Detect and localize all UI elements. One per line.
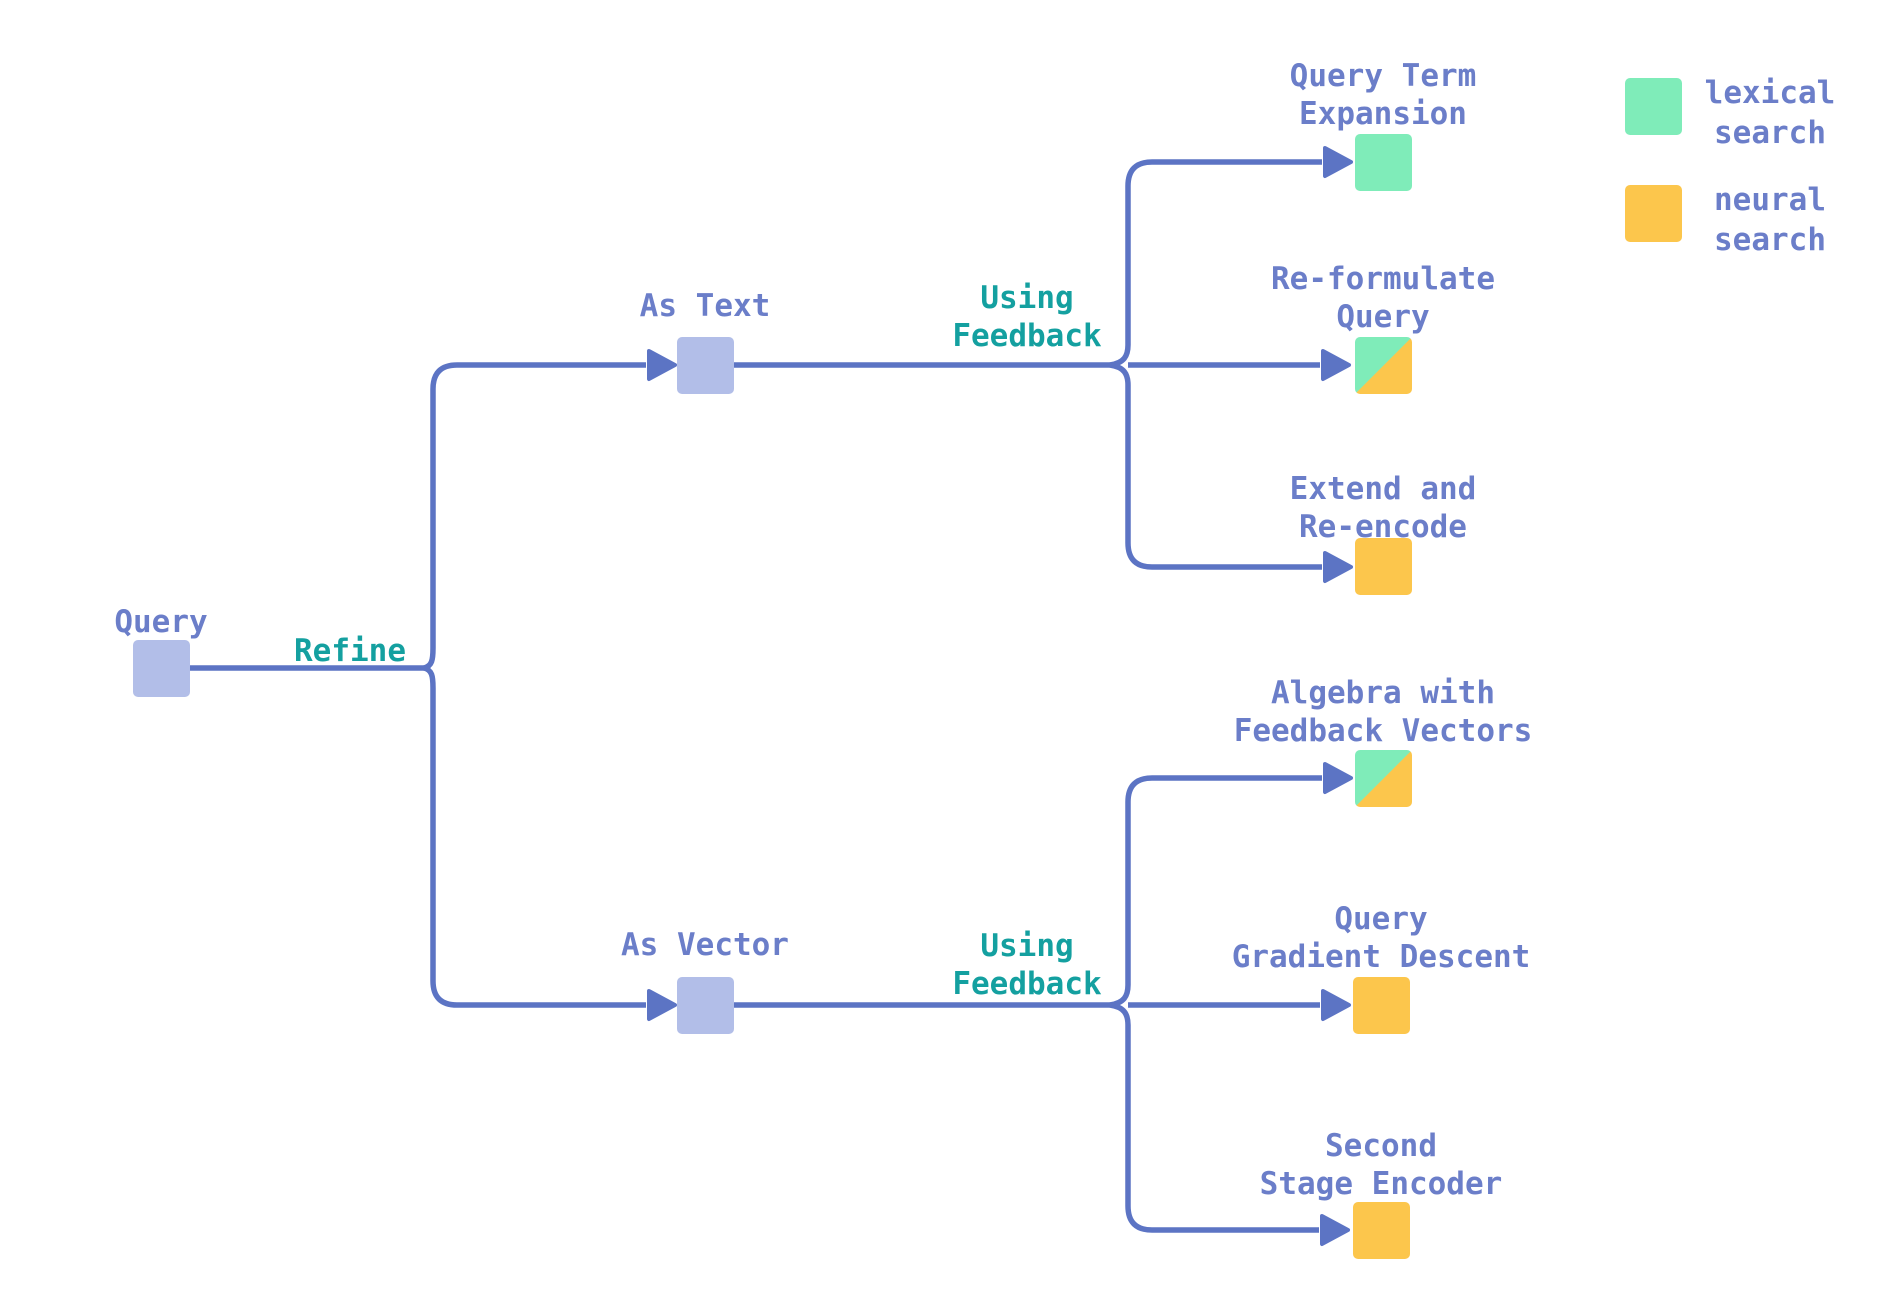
edge-split-to-as-vector — [423, 665, 646, 1008]
node-query-term-expansion-square — [1355, 134, 1412, 191]
node-extend-reencode-square — [1355, 538, 1412, 595]
edge-label-using-feedback-text: Using Feedback — [952, 280, 1102, 354]
node-label-reformulate-query: Re-formulate Query — [1271, 261, 1495, 335]
node-as-vector-square — [677, 977, 734, 1034]
edge-label-refine: Refine — [294, 633, 406, 669]
node-label-query-term-expansion: Query Term Expansion — [1289, 58, 1477, 132]
node-label-query: Query — [114, 604, 208, 640]
node-gradient-descent-square — [1353, 977, 1410, 1034]
legend-label-neural: neural search — [1714, 182, 1826, 258]
arrowhead-query-term-expansion — [1323, 146, 1353, 178]
edge-vector-split-up — [1109, 775, 1322, 1008]
node-label-extend-reencode: Extend and Re-encode — [1289, 471, 1477, 545]
edge-label-using-feedback-vector: Using Feedback — [952, 928, 1102, 1002]
node-label-gradient-descent: Query Gradient Descent — [1231, 901, 1531, 975]
node-label-as-vector: As Vector — [621, 927, 789, 963]
node-query-square — [133, 640, 190, 697]
arrowhead-as-text — [647, 349, 677, 381]
legend-label-lexical: lexical search — [1704, 75, 1836, 151]
arrowhead-extend-reencode — [1323, 551, 1353, 583]
node-label-algebra-feedback: Algebra with Feedback Vectors — [1233, 675, 1533, 749]
arrowhead-second-stage — [1320, 1214, 1350, 1246]
node-algebra-feedback-square — [1355, 750, 1412, 807]
node-as-text-square — [677, 337, 734, 394]
arrowhead-as-vector — [647, 989, 677, 1021]
arrowhead-algebra-feedback — [1323, 762, 1353, 794]
arrowhead-reformulate-query — [1321, 349, 1351, 381]
legend-swatch-lexical — [1625, 78, 1682, 135]
arrowhead-gradient-descent — [1321, 989, 1351, 1021]
edge-split-to-as-text — [423, 362, 646, 671]
node-second-stage-square — [1353, 1202, 1410, 1259]
edge-text-split-down — [1109, 362, 1322, 570]
legend-swatch-neural — [1625, 185, 1682, 242]
edge-vector-split-down — [1109, 1002, 1319, 1233]
node-label-as-text: As Text — [639, 288, 771, 324]
node-label-second-stage: Second Stage Encoder — [1259, 1128, 1503, 1202]
edge-text-split-up — [1109, 159, 1322, 368]
node-reformulate-query-square — [1355, 337, 1412, 394]
